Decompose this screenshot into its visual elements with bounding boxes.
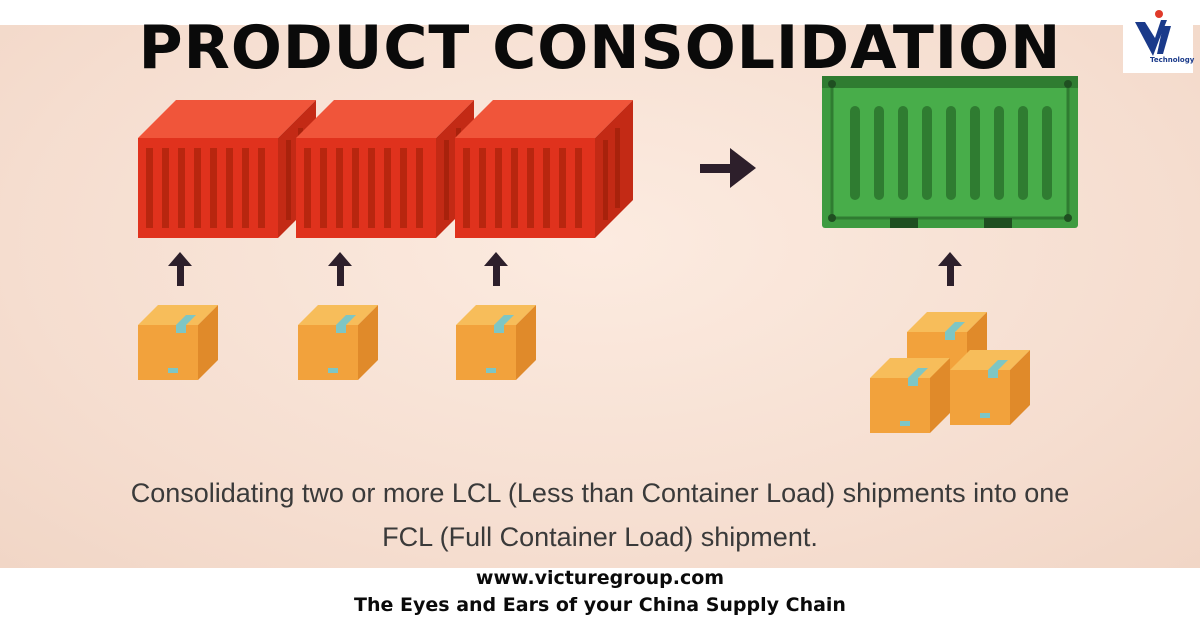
page-title: PRODUCT CONSOLIDATION [0,8,1200,88]
cargo-box-1 [138,305,218,380]
fcl-container [822,76,1078,228]
right-arrow-icon [700,148,756,188]
footer-website[interactable]: www.victuregroup.com [0,567,1200,589]
up-arrow-icon [328,252,352,286]
lcl-container-1 [138,100,316,238]
cargo-box-3 [456,305,536,380]
up-arrow-icon [168,252,192,286]
up-arrow-icon [484,252,508,286]
footer-tagline: The Eyes and Ears of your China Supply C… [0,594,1200,616]
lcl-container-3 [455,100,633,238]
lcl-container-2 [296,100,474,238]
cargo-box-stack [870,312,1030,433]
cargo-box-2 [298,305,378,380]
up-arrow-icon [938,252,962,286]
logo-text: Technology [1150,56,1194,64]
caption-line-1: Consolidating two or more LCL (Less than… [0,478,1200,509]
caption-line-2: FCL (Full Container Load) shipment. [0,522,1200,553]
